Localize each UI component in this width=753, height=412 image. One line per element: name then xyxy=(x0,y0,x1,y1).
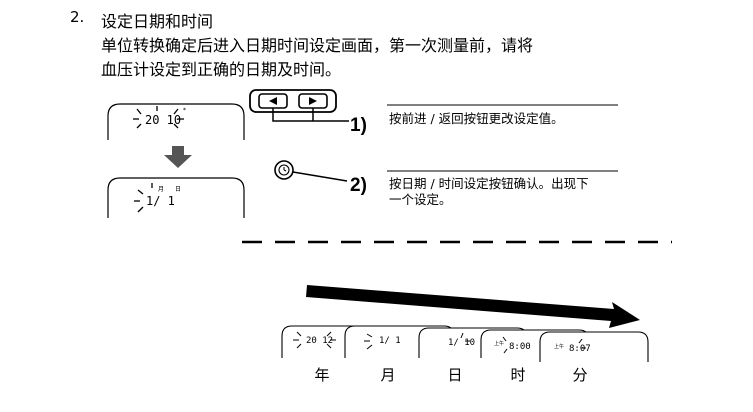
seq-minute-value: 8:07 xyxy=(569,344,591,354)
lcd-day-marker: 日 xyxy=(175,186,181,193)
step-2-number: 2) xyxy=(350,175,367,196)
intro-line-1: 单位转换确定后进入日期时间设定画面，第一次测量前，请将 xyxy=(101,36,534,55)
seq-label-day: 日 xyxy=(447,366,462,384)
seq-day-value: 1/ 10 xyxy=(448,338,475,348)
seq-label-year: 年 xyxy=(314,366,329,384)
step-title: 设定日期和时间 xyxy=(101,12,214,31)
intro-text: 单位转换确定后进入日期时间设定画面，第一次测量前，请将 血压计设定到正确的日期及… xyxy=(101,34,701,82)
lcd-year-value: 20 10 xyxy=(145,113,181,127)
step-1-number: 1) xyxy=(350,115,367,136)
left-right-arrow-buttons-icon xyxy=(249,89,337,113)
step-number: 2. xyxy=(70,8,85,26)
seq-month-day-value: 1/ 1 xyxy=(379,336,401,346)
seq-hour-am-marker: 上午 xyxy=(494,340,504,347)
seq-frame-minute xyxy=(539,331,649,362)
lcd-frame-month-day xyxy=(107,177,245,218)
seq-minute-am-marker: 上午 xyxy=(554,343,564,350)
arrow-down-icon xyxy=(164,146,192,168)
seq-year-value: 20 12 xyxy=(306,336,333,346)
seq-hour-value: 8:00 xyxy=(509,342,531,352)
lcd-year-marker: * xyxy=(183,107,186,114)
seq-label-month: 月 xyxy=(380,366,395,384)
blink-rays-month xyxy=(134,183,153,213)
arrow-right-icon xyxy=(306,285,640,328)
seq-blink-rays xyxy=(293,331,586,354)
intro-line-2: 血压计设定到正确的日期及时间。 xyxy=(101,60,342,79)
seq-label-hour: 时 xyxy=(510,366,525,384)
blink-rays-year xyxy=(133,106,184,129)
clock-button-icon xyxy=(274,160,294,180)
lcd-frame-year xyxy=(107,103,245,140)
step-1-text: 按前进 / 返回按钮更改设定值。 xyxy=(389,111,564,126)
lcd-month-day-value: 1/ 1 xyxy=(146,194,175,208)
step-2-text-line-2: 一个设定。 xyxy=(389,192,452,207)
lcd-month-marker: 月 xyxy=(158,186,164,193)
step-2-text-line-1: 按日期 / 时间设定按钮确认。出现下 xyxy=(389,176,589,191)
seq-label-minute: 分 xyxy=(572,366,587,384)
